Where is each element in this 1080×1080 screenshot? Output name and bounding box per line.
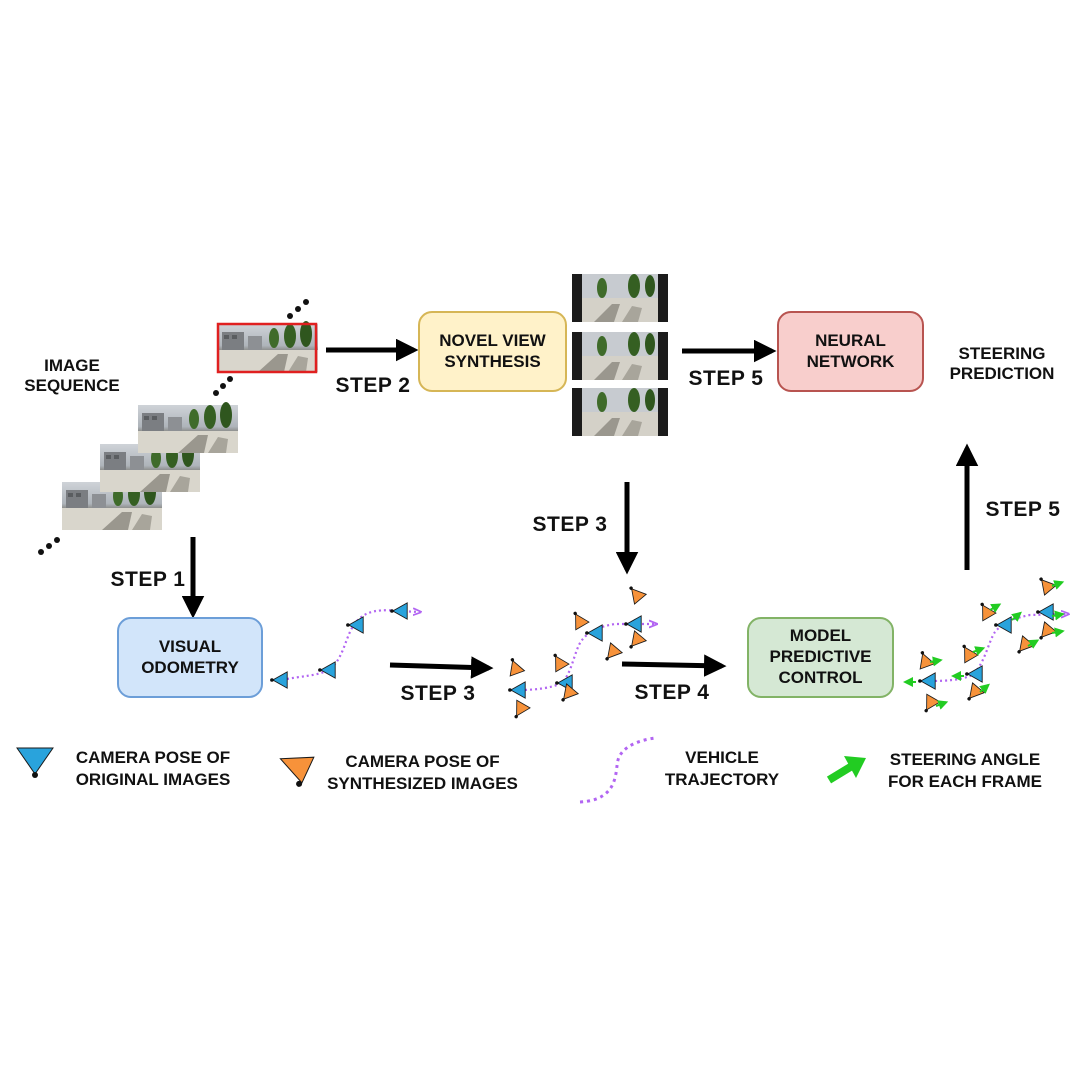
trajectory-odometry bbox=[269, 602, 420, 689]
ellipsis-dots-icon bbox=[287, 299, 309, 319]
sequence-frame-current bbox=[216, 321, 318, 374]
step-5-label-right: STEP 5 bbox=[985, 498, 1061, 521]
legend-synthesized-label: CAMERA POSE OF SYNTHESIZED IMAGES bbox=[327, 752, 518, 794]
orange-triangle-camera-icon bbox=[279, 756, 315, 787]
trajectory-steering bbox=[905, 572, 1068, 717]
step-4-label: STEP 4 bbox=[634, 681, 710, 704]
legend-steering-label: STEERING ANGLE FOR EACH FRAME bbox=[888, 750, 1042, 792]
image-sequence-stack bbox=[38, 299, 318, 555]
visual-odometry-label: VISUAL ODOMETRY bbox=[141, 636, 239, 677]
arrow-step4 bbox=[621, 654, 727, 677]
legend-original-label: CAMERA POSE OF ORIGINAL IMAGES bbox=[75, 748, 231, 790]
neural-network-label: NEURAL NETWORK bbox=[806, 330, 895, 371]
legend-trajectory-label: VEHICLE TRAJECTORY bbox=[664, 748, 780, 790]
novel-view-synthesis-label: NOVEL VIEW SYNTHESIS bbox=[439, 330, 546, 371]
synthesized-frame-1 bbox=[572, 274, 668, 322]
sequence-frame-3 bbox=[138, 402, 238, 453]
dotted-curve-icon bbox=[579, 736, 656, 804]
model-predictive-control-box: MODEL PREDICTIVE CONTROL bbox=[747, 617, 894, 698]
neural-network-box: NEURAL NETWORK bbox=[777, 311, 924, 392]
blue-triangle-camera-icon bbox=[16, 747, 54, 778]
synthesized-frame-3 bbox=[572, 388, 668, 436]
arrow-step3-left bbox=[389, 656, 494, 679]
model-predictive-control-label: MODEL PREDICTIVE CONTROL bbox=[769, 626, 872, 687]
steering-prediction-label: STEERING PREDICTION bbox=[949, 344, 1055, 384]
legend-icons bbox=[16, 736, 866, 804]
ellipsis-dots-icon bbox=[213, 376, 233, 396]
step-5-label-top: STEP 5 bbox=[688, 367, 764, 390]
step-2-label: STEP 2 bbox=[335, 374, 411, 397]
image-sequence-label: IMAGE SEQUENCE bbox=[24, 356, 120, 396]
green-arrow-icon bbox=[826, 756, 866, 784]
novel-view-synthesis-box: NOVEL VIEW SYNTHESIS bbox=[418, 311, 567, 392]
ellipsis-dots-icon bbox=[38, 537, 60, 555]
visual-odometry-box: VISUAL ODOMETRY bbox=[117, 617, 263, 698]
step-3-label-left: STEP 3 bbox=[400, 682, 476, 705]
steering-arrows bbox=[905, 582, 1063, 706]
synthesized-image-stack bbox=[572, 274, 668, 436]
step-1-label: STEP 1 bbox=[110, 568, 186, 591]
synthesized-frame-2 bbox=[572, 332, 668, 380]
step-3-label-top: STEP 3 bbox=[532, 513, 608, 536]
